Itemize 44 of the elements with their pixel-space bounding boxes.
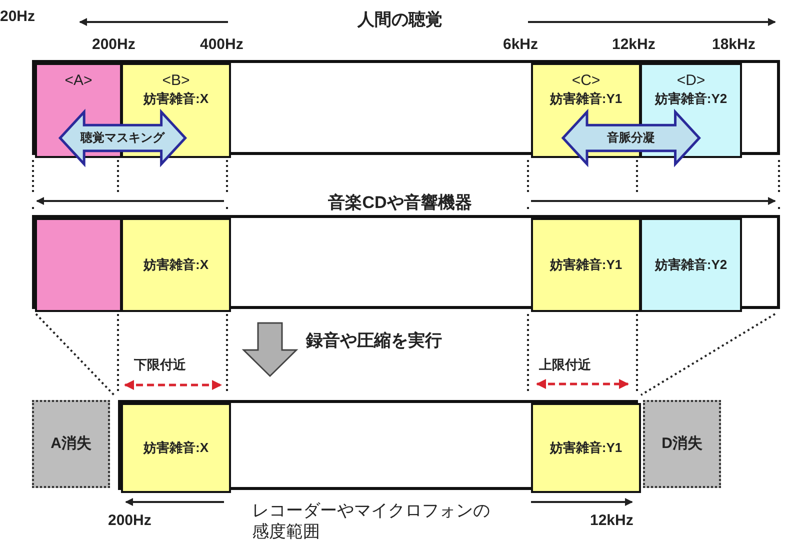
double-block-arrow bbox=[561, 108, 701, 168]
band-segment bbox=[531, 218, 641, 312]
band-letter: <C> bbox=[572, 71, 600, 90]
edge-label: 聴覚マスキング bbox=[80, 130, 165, 146]
band-bar bbox=[118, 400, 638, 490]
range-label: 下限付近 bbox=[134, 356, 186, 374]
lost-band-box bbox=[32, 400, 110, 488]
noise-label: 妨害雑音:Y1 bbox=[550, 440, 622, 456]
frequency-label: 18kHz bbox=[712, 36, 756, 53]
band-segment bbox=[121, 403, 231, 493]
frequency-label: 12kHz bbox=[590, 512, 634, 529]
range-label: 上限付近 bbox=[539, 356, 591, 374]
band-bar bbox=[32, 60, 780, 155]
noise-label: 妨害雑音:Y2 bbox=[654, 90, 728, 108]
frequency-label: 400Hz bbox=[200, 36, 244, 53]
band-label: D消失 bbox=[662, 434, 702, 454]
lost-band-box bbox=[643, 400, 721, 488]
frequency-label: 6kHz bbox=[503, 36, 538, 53]
frequency-label: 200Hz bbox=[108, 512, 152, 529]
band-segment bbox=[640, 218, 742, 312]
band-label: A消失 bbox=[50, 434, 92, 454]
frequency-label: 200Hz bbox=[92, 36, 136, 53]
band-segment bbox=[35, 218, 122, 312]
band-bar bbox=[32, 215, 780, 309]
noise-label: 妨害雑音:Y1 bbox=[550, 256, 622, 274]
frequency-label: 12kHz bbox=[612, 36, 656, 53]
noise-label: 妨害雑音:X bbox=[144, 90, 208, 108]
frequency-label: 20Hz bbox=[0, 8, 36, 25]
noise-label: 妨害雑音:X bbox=[144, 256, 208, 274]
edge-label: 音脈分凝 bbox=[607, 130, 656, 146]
band-letter: <D> bbox=[676, 71, 706, 90]
band-segment bbox=[531, 403, 641, 493]
range-caption: レコーダーやマイクロフォンの感度範囲 bbox=[252, 500, 491, 542]
heading: 音楽CDや音響機器 bbox=[327, 192, 473, 214]
heading: 人間の聴覚 bbox=[356, 9, 444, 31]
band-letter: <A> bbox=[64, 71, 92, 90]
noise-label: 妨害雑音:X bbox=[144, 440, 208, 456]
double-block-arrow bbox=[58, 108, 187, 168]
band-letter: <B> bbox=[162, 71, 190, 90]
band-segment bbox=[121, 218, 231, 312]
edge-label: 録音や圧縮を実行 bbox=[306, 329, 442, 352]
noise-label: 妨害雑音:Y1 bbox=[550, 90, 622, 108]
block-arrow bbox=[242, 322, 298, 378]
noise-label: 妨害雑音:Y2 bbox=[654, 256, 728, 274]
